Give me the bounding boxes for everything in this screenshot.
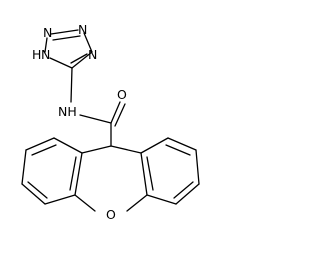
bond-n1-n2-double (52, 35, 81, 41)
atom-n1: N (43, 25, 52, 40)
left-benzene-ring (21, 137, 112, 212)
bond-lr-1 (53, 137, 83, 154)
bond-rr-inner-2 (173, 181, 194, 199)
bond-rr-inner-1 (165, 144, 191, 156)
bond-c10a-o (126, 194, 148, 212)
bond-n3-c5 (71, 51, 93, 69)
bond-lr-3 (21, 149, 27, 185)
bond-rr-5 (146, 194, 177, 205)
bond-lr-inner-1 (31, 144, 57, 156)
atom-labels: N N H N N NH O O (32, 22, 127, 222)
bond-lr-6 (74, 152, 83, 196)
bond-n1-n2 (50, 29, 79, 35)
bond-c5-nh-amide (70, 67, 73, 103)
bond-rr-6 (140, 152, 148, 196)
bond-rr-1 (140, 137, 169, 154)
bond-rr-inner-3 (146, 156, 154, 191)
bond-n2-n3 (83, 32, 93, 53)
atom-ring-o: O (106, 207, 116, 222)
bond-lr-4 (21, 183, 46, 205)
bond-carbonyl-o (110, 101, 121, 124)
structure-diagram: N N H N N NH O O (21, 22, 200, 222)
atom-amide-nh: NH (58, 104, 77, 119)
atom-carbonyl-o: O (117, 87, 127, 102)
atom-n-h: N (41, 47, 50, 62)
bond-c9-c8a (110, 145, 142, 154)
right-benzene-ring (110, 137, 200, 212)
tetrazole-ring (44, 29, 93, 69)
bond-lr-inner-2 (27, 181, 48, 199)
bond-c5-nh (49, 57, 73, 69)
atom-n3: N (88, 47, 97, 62)
amide-linker (70, 67, 126, 147)
bond-nh-n1 (44, 37, 48, 53)
atom-h: H (32, 47, 41, 62)
bond-c4a-o (74, 194, 96, 212)
molecule-drawing: N N H N N NH O O (21, 22, 200, 222)
bond-carbonyl-o-double (114, 103, 126, 127)
bond-rr-2 (167, 137, 197, 151)
bond-n3-c5-double (70, 53, 88, 64)
bond-lr-2 (25, 137, 55, 151)
bond-lr-5 (44, 194, 76, 205)
bond-c9-c9a (81, 145, 112, 154)
bond-rr-3 (195, 149, 200, 185)
bond-lr-inner-3 (69, 156, 77, 191)
bond-rr-4 (175, 183, 200, 205)
bond-nh-carbonyl (79, 114, 112, 124)
atom-n2: N (78, 22, 87, 37)
